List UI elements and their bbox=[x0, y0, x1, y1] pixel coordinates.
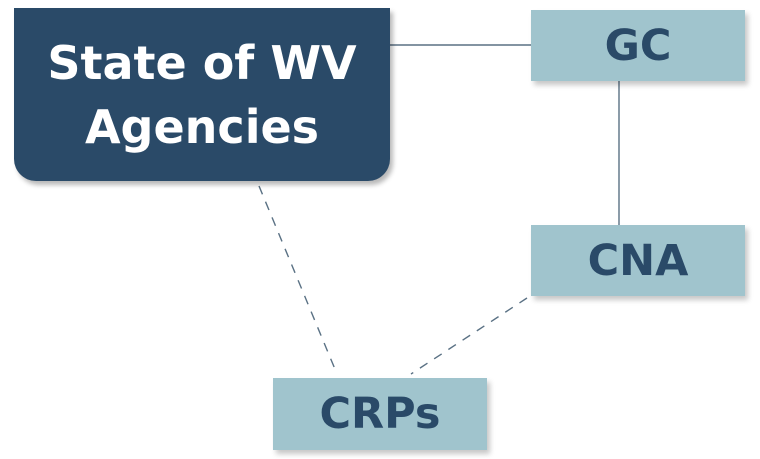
node-gc-label: GC bbox=[604, 20, 672, 71]
node-cna: CNA bbox=[531, 225, 745, 296]
node-cna-label: CNA bbox=[587, 235, 689, 286]
node-crps: CRPs bbox=[273, 378, 487, 450]
connector-agencies-to-crps bbox=[258, 185, 338, 375]
connector-cna-to-crps bbox=[410, 297, 528, 375]
node-crps-label: CRPs bbox=[319, 389, 441, 439]
node-state-of-wv-agencies: State of WV Agencies bbox=[14, 8, 390, 181]
node-state-of-wv-agencies-label: State of WV Agencies bbox=[47, 35, 357, 154]
node-gc: GC bbox=[531, 10, 745, 81]
